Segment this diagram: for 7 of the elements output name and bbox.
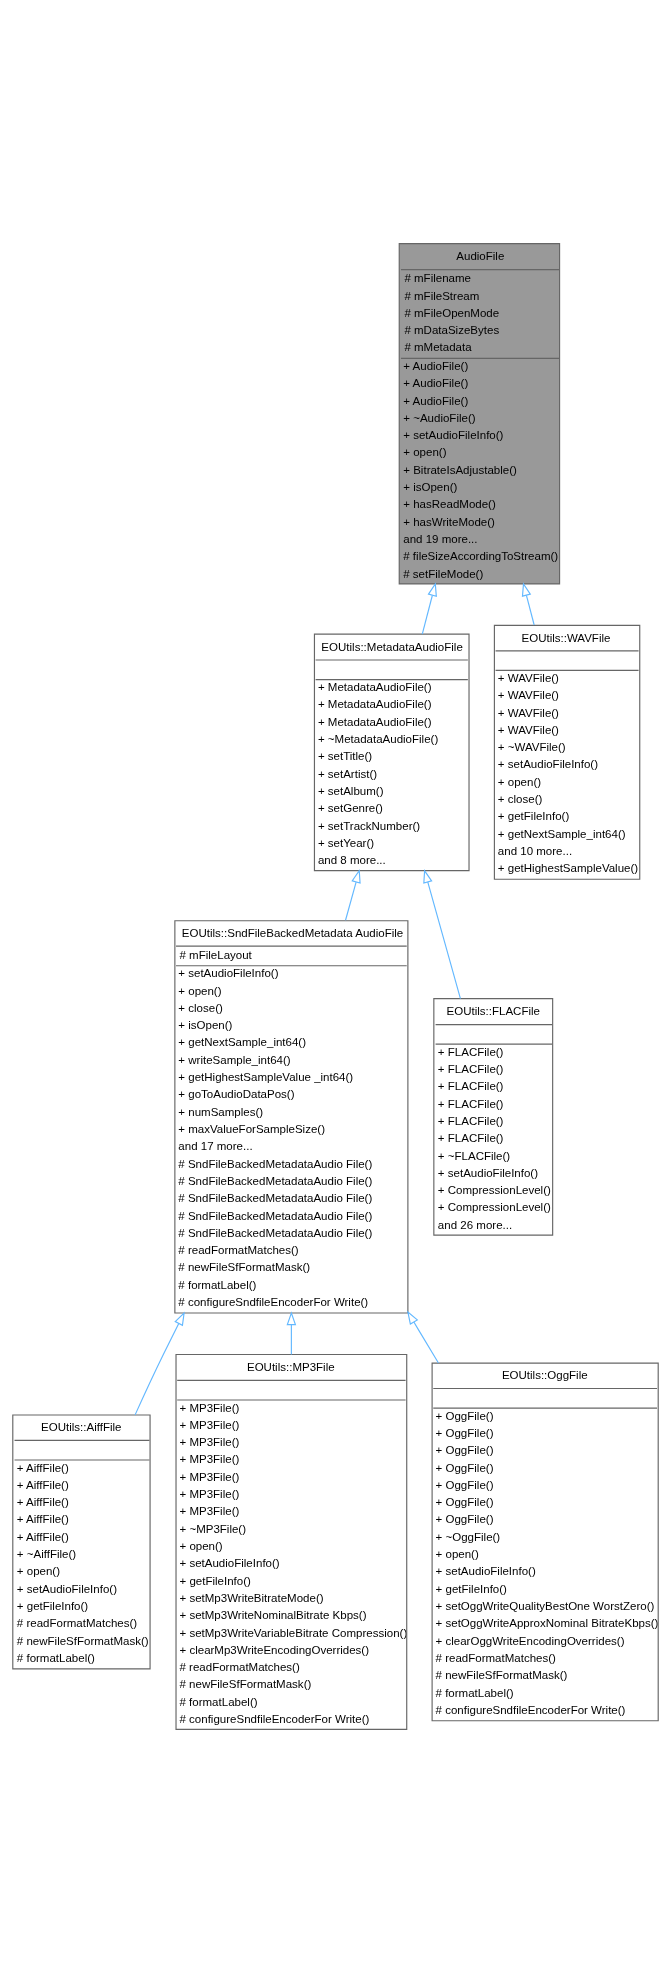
arrow bbox=[521, 582, 535, 626]
arrow bbox=[286, 1311, 297, 1355]
arrow bbox=[344, 869, 361, 921]
arrow bbox=[421, 582, 437, 635]
arrow bbox=[407, 1310, 440, 1364]
arrow bbox=[423, 869, 461, 1000]
arrow bbox=[134, 1311, 185, 1416]
